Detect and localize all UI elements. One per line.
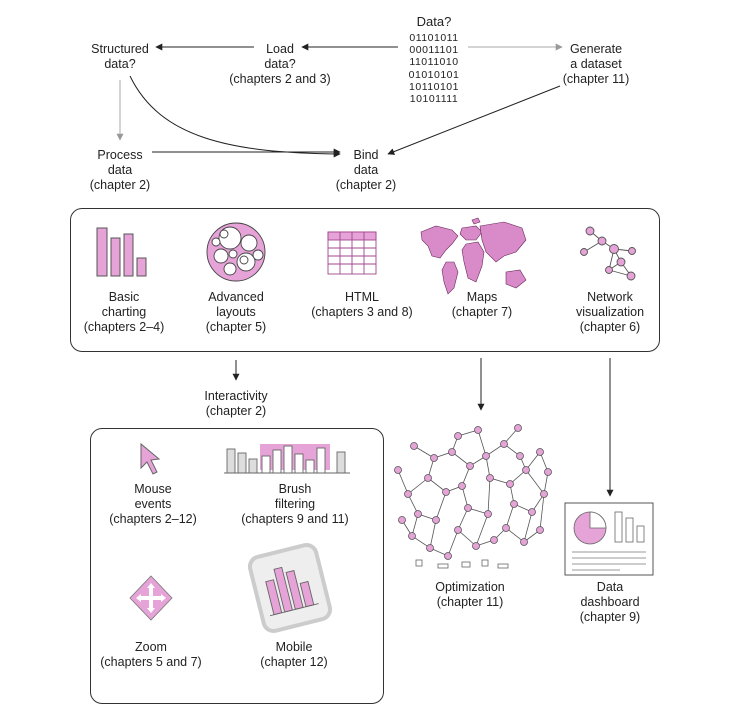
mouse-cursor-icon: [140, 442, 161, 475]
interaction-mobile: Mobile(chapter 12): [260, 640, 328, 669]
arrow-generate-to-bind: [387, 85, 561, 155]
world-map-icon: [420, 217, 527, 295]
mobile-device-icon: [247, 543, 333, 633]
arrow-structured-to-bind: [129, 75, 341, 158]
binary-data-block: 01101011 00011101 11011010 01010101 1011…: [408, 32, 460, 106]
interaction-zoom: Zoom(chapters 5 and 7): [100, 640, 202, 669]
zoom-arrows-icon: [129, 575, 173, 621]
interactivity-label: Interactivity(chapter 2): [204, 389, 268, 418]
optimization-label: Optimization(chapter 11): [435, 580, 505, 609]
technique-html: HTML(chapters 3 and 8): [311, 290, 413, 319]
html-table-icon: [327, 231, 377, 275]
optimization-network-icon: [394, 424, 552, 569]
technique-maps: Maps(chapter 7): [451, 290, 513, 319]
interactivity-panel: [90, 428, 384, 704]
data-question-label: Data?: [416, 14, 452, 29]
brush-filter-icon: [224, 444, 350, 474]
techniques-panel: [70, 208, 660, 352]
circle-pack-icon: [206, 222, 266, 282]
bar-chart-icon: [96, 227, 147, 277]
dashboard-icon: [564, 502, 654, 576]
network-icon: [580, 226, 636, 281]
